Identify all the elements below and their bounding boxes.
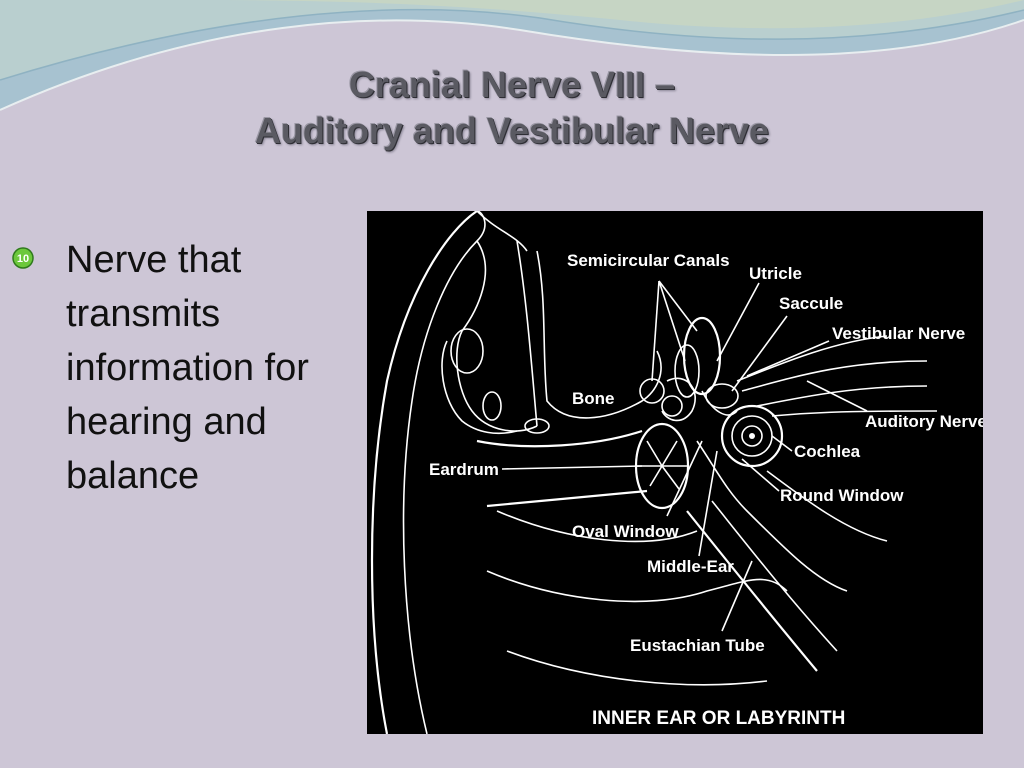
header-wave-decoration: [0, 0, 1024, 111]
title-line-2: Auditory and Vestibular Nerve: [254, 110, 770, 151]
numbered-bullet-icon: 10: [12, 247, 34, 269]
leader-line: [666, 440, 703, 517]
leader-line: [716, 282, 760, 362]
tragus-shape: [450, 328, 484, 374]
concha-outline: [456, 240, 538, 432]
leader-line: [721, 560, 753, 632]
leader-line: [806, 380, 868, 412]
vestibular-nerve-line-2: [741, 360, 928, 392]
antihelix-shape: [441, 340, 518, 435]
semicircular-canal-3: [705, 383, 739, 409]
bullet-line: information for: [66, 347, 309, 389]
vestibular-nerve-line: [736, 335, 888, 382]
lobe-shape: [482, 391, 502, 421]
bullet-text: Nerve that transmits information for hea…: [66, 233, 366, 503]
lower-tissue-2: [486, 570, 788, 603]
bullet-icon-number: 10: [17, 253, 29, 265]
auditory-nerve-line: [756, 385, 928, 407]
leader-line: [771, 435, 793, 452]
slide-title: Cranial Nerve VIII – Auditory and Vestib…: [0, 62, 1024, 154]
leader-line: [741, 458, 780, 492]
label-semicircular-canals: Semicircular Canals: [567, 251, 730, 270]
ear-diagram: Semicircular Canals Utricle Saccule Vest…: [370, 211, 983, 734]
eustachian-tube-line: [686, 510, 818, 672]
ossicle-shape: [661, 377, 696, 422]
label-bone: Bone: [572, 389, 615, 408]
ear-canal-upper: [476, 429, 643, 448]
label-auditory-nerve: Auditory Nerve: [865, 412, 983, 431]
leader-line: [698, 450, 718, 557]
cochlea-spiral: [749, 433, 755, 439]
bone-region-2: [516, 240, 538, 427]
bullet-line: hearing and: [66, 401, 267, 443]
bullet-line: Nerve that: [66, 239, 242, 281]
auditory-nerve-line-2: [771, 410, 938, 417]
cochlea-spiral: [741, 425, 763, 447]
leader-line: [501, 465, 643, 470]
cochlea-spiral: [720, 404, 784, 468]
label-cochlea: Cochlea: [794, 442, 861, 461]
bone-region: [536, 250, 662, 419]
title-line-1: Cranial Nerve VIII –: [348, 64, 676, 105]
eustachian-tube-line-2: [711, 500, 838, 652]
leader-line: [731, 315, 788, 392]
semicircular-canal-2: [674, 344, 700, 398]
bone-region-3: [476, 211, 528, 252]
leader-line: [746, 340, 830, 377]
semicircular-canal-1: [682, 316, 722, 396]
label-saccule: Saccule: [779, 294, 843, 313]
outer-ear-outline: [370, 211, 478, 734]
label-vestibular-nerve: Vestibular Nerve: [832, 324, 965, 343]
leader-line: [658, 280, 698, 332]
lower-tissue-3: [506, 650, 768, 686]
ear-canal-lower: [486, 489, 648, 508]
label-eustachian-tube: Eustachian Tube: [630, 636, 765, 655]
label-middle-ear: Middle-Ear: [647, 557, 734, 576]
lower-tissue-1: [496, 510, 698, 543]
bullet-line: balance: [66, 455, 200, 497]
inner-tissue-2: [766, 470, 888, 542]
vestibule-shape: [701, 390, 738, 416]
label-utricle: Utricle: [749, 264, 802, 283]
ossicle-shape: [661, 395, 683, 417]
eardrum-rays: [637, 440, 687, 490]
figure-caption: INNER EAR OR LABYRINTH: [592, 708, 845, 729]
outer-ear-inner-outline: [402, 211, 486, 734]
label-eardrum: Eardrum: [429, 460, 499, 479]
bullet-line: transmits: [66, 293, 221, 335]
inner-ear-figure: Semicircular Canals Utricle Saccule Vest…: [367, 211, 983, 734]
label-oval-window: Oval Window: [572, 522, 679, 541]
leader-line: [658, 280, 686, 362]
label-round-window: Round Window: [780, 486, 904, 505]
leader-line: [651, 280, 660, 382]
